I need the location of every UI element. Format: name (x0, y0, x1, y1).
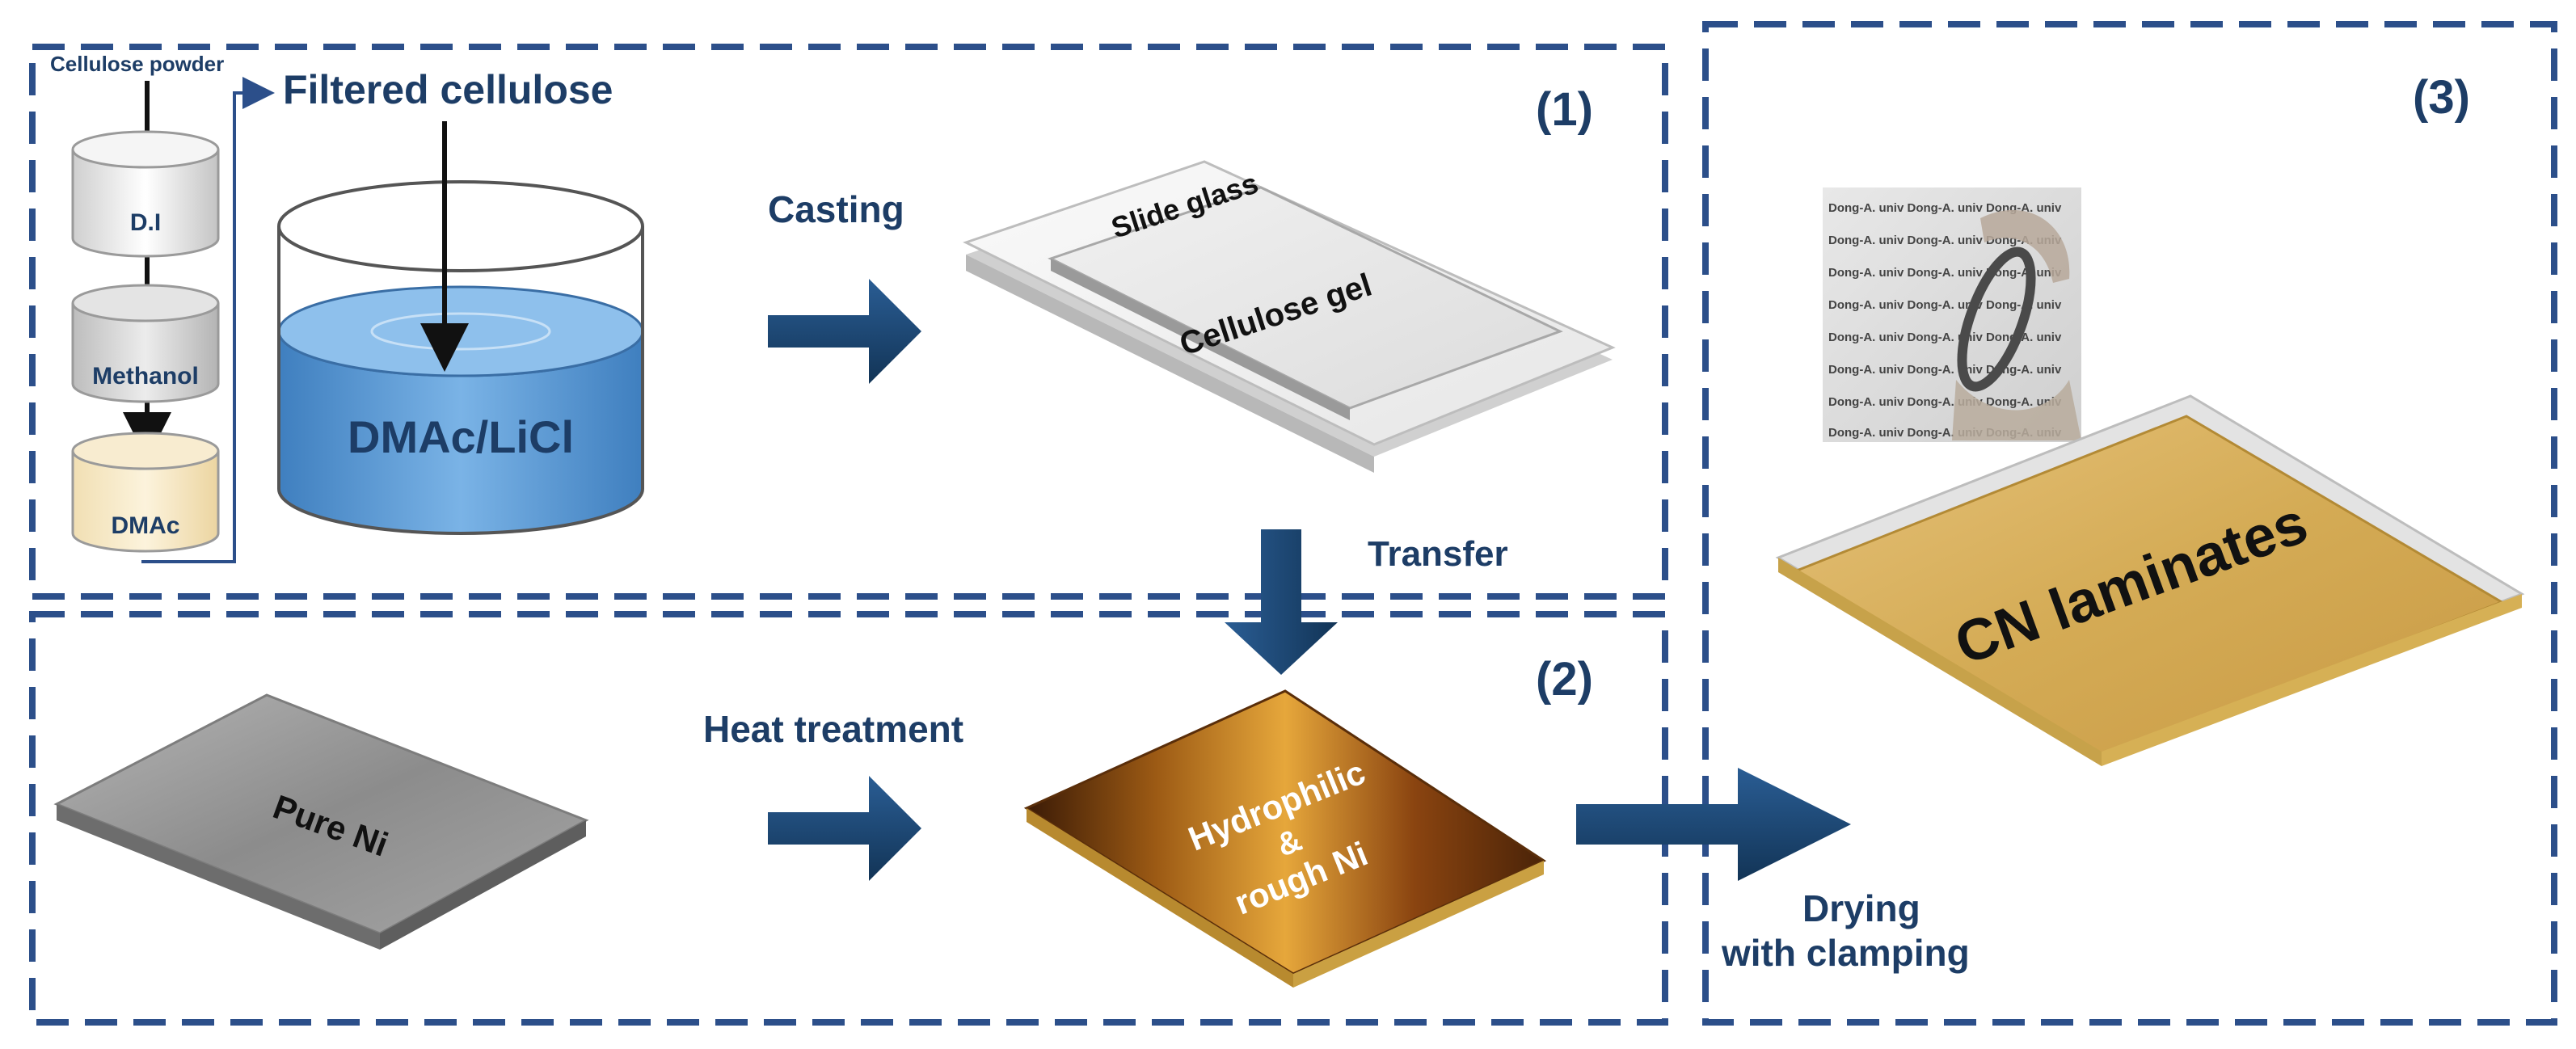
cn-photo: Dong-A. univ Dong-A. univ Dong-A. univ D… (1823, 187, 2081, 442)
drying-label-line1: Drying (1802, 887, 1920, 929)
section-1-label: (1) (1536, 83, 1593, 136)
solution-beaker: DMAc/LiCl (277, 180, 644, 535)
photo-text-6: Dong-A. univ Dong-A. univ Dong-A. univ (1828, 363, 2062, 377)
section-1-frame (29, 44, 1668, 600)
casting-label: Casting (768, 188, 904, 230)
heat-treatment-arrow (768, 776, 921, 881)
rough-ni-plate (1023, 689, 1547, 988)
pure-ni-plate (53, 693, 589, 950)
heat-treatment-label: Heat treatment (703, 708, 963, 750)
photo-text-3: Dong-A. univ Dong-A. univ Dong-A. univ (1828, 266, 2062, 280)
beaker-methanol-label: Methanol (92, 363, 199, 390)
photo-text-4: Dong-A. univ Dong-A. univ Dong-A. univ (1828, 298, 2062, 312)
beaker-di: D.I (71, 130, 220, 258)
beaker-di-label: D.I (130, 209, 161, 236)
casting-arrow (768, 279, 921, 384)
slide-glass (963, 160, 1616, 473)
beaker-dmac: DMAc (71, 432, 220, 553)
section-2-label: (2) (1536, 653, 1593, 706)
filter-connector (141, 77, 275, 563)
beaker-methanol: Methanol (71, 284, 220, 403)
filtered-cellulose-label: Filtered cellulose (283, 67, 613, 112)
transfer-arrow (1225, 529, 1338, 675)
drying-arrow (1576, 768, 1851, 881)
cellulose-powder-label: Cellulose powder (50, 52, 224, 76)
drying-label-line2: with clamping (1721, 932, 1970, 974)
beaker-dmac-label: DMAc (111, 512, 179, 539)
photo-text-7: Dong-A. univ Dong-A. univ Dong-A. univ (1828, 395, 2062, 409)
section-3-label: (3) (2413, 71, 2470, 124)
transfer-label: Transfer (1368, 534, 1508, 574)
solution-label: DMAc/LiCl (348, 411, 574, 462)
cn-laminate (1775, 394, 2525, 766)
photo-text-5: Dong-A. univ Dong-A. univ Dong-A. univ (1828, 331, 2062, 344)
